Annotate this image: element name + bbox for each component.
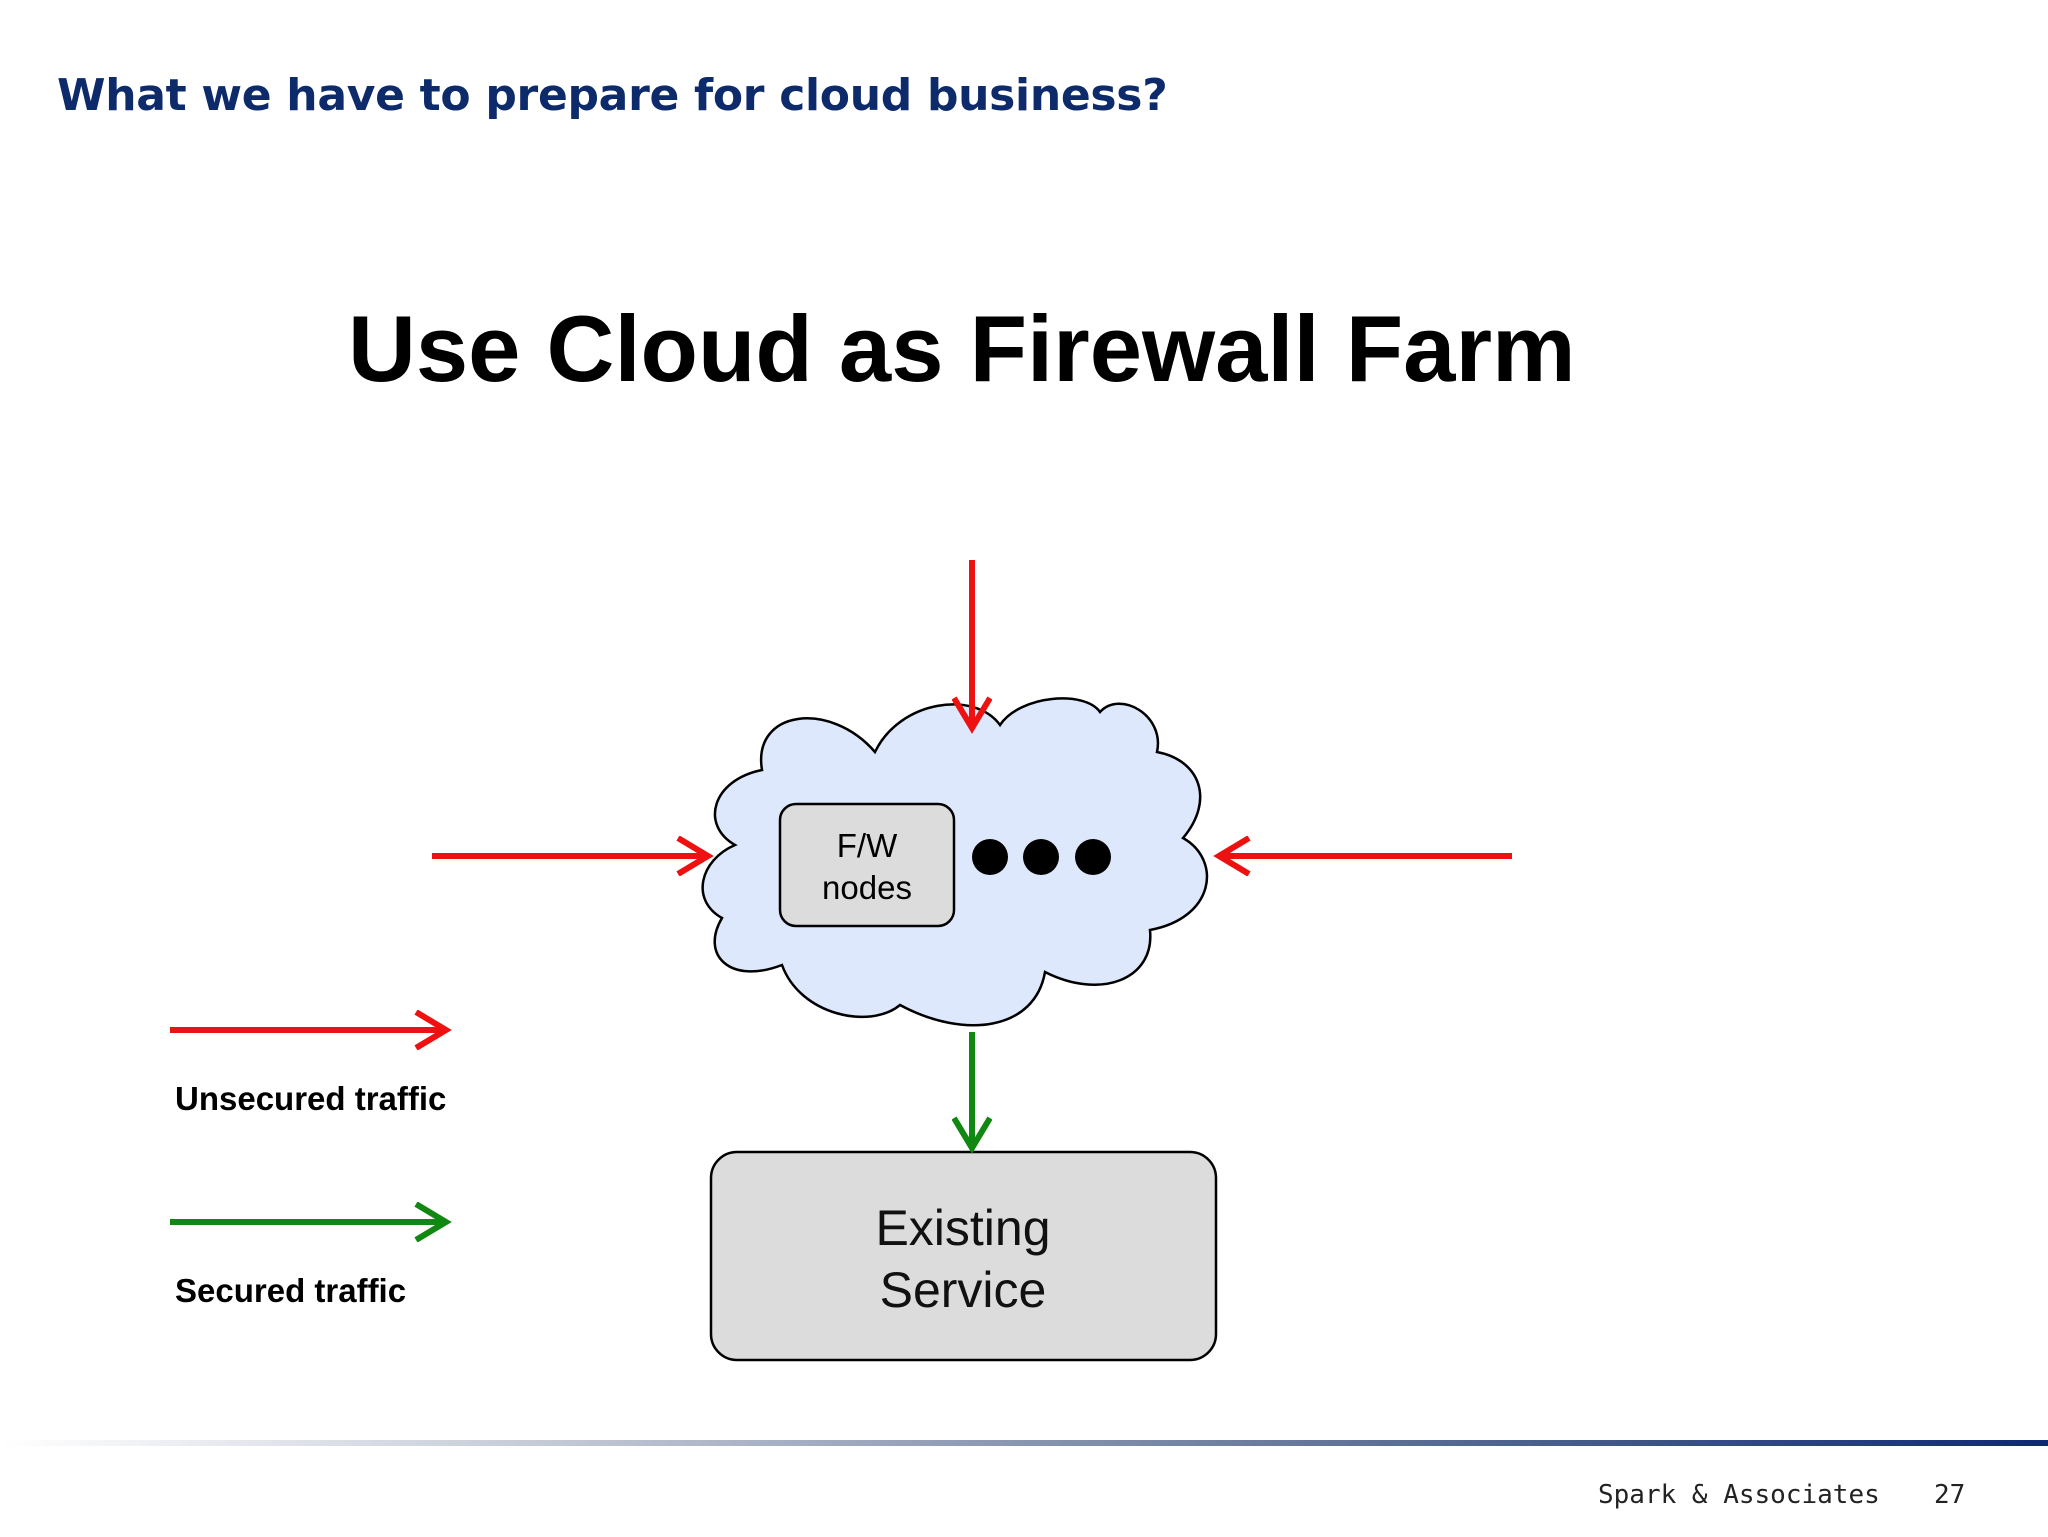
slide-title: Use Cloud as Firewall Farm <box>348 296 1576 401</box>
footer-rule <box>0 1440 2048 1446</box>
existing-service-box <box>709 1150 1218 1362</box>
existing-service-label-line2: Service <box>880 1262 1047 1318</box>
footer-company: Spark & Associates <box>1598 1480 1880 1510</box>
ellipsis-dot <box>1075 839 1111 875</box>
fw-nodes-box <box>778 802 956 928</box>
slide-header: What we have to prepare for cloud busine… <box>57 70 1168 121</box>
legend-unsecured-label: Unsecured traffic <box>175 1080 447 1117</box>
fw-nodes-label-line2: nodes <box>822 869 912 906</box>
ellipsis-dot <box>1023 839 1059 875</box>
existing-service-label-line1: Existing <box>875 1200 1050 1256</box>
legend-secured-label: Secured traffic <box>175 1272 407 1309</box>
fw-nodes-label-line1: F/W <box>837 827 898 864</box>
ellipsis-dot <box>972 839 1008 875</box>
footer-page-number: 27 <box>1934 1480 1966 1510</box>
